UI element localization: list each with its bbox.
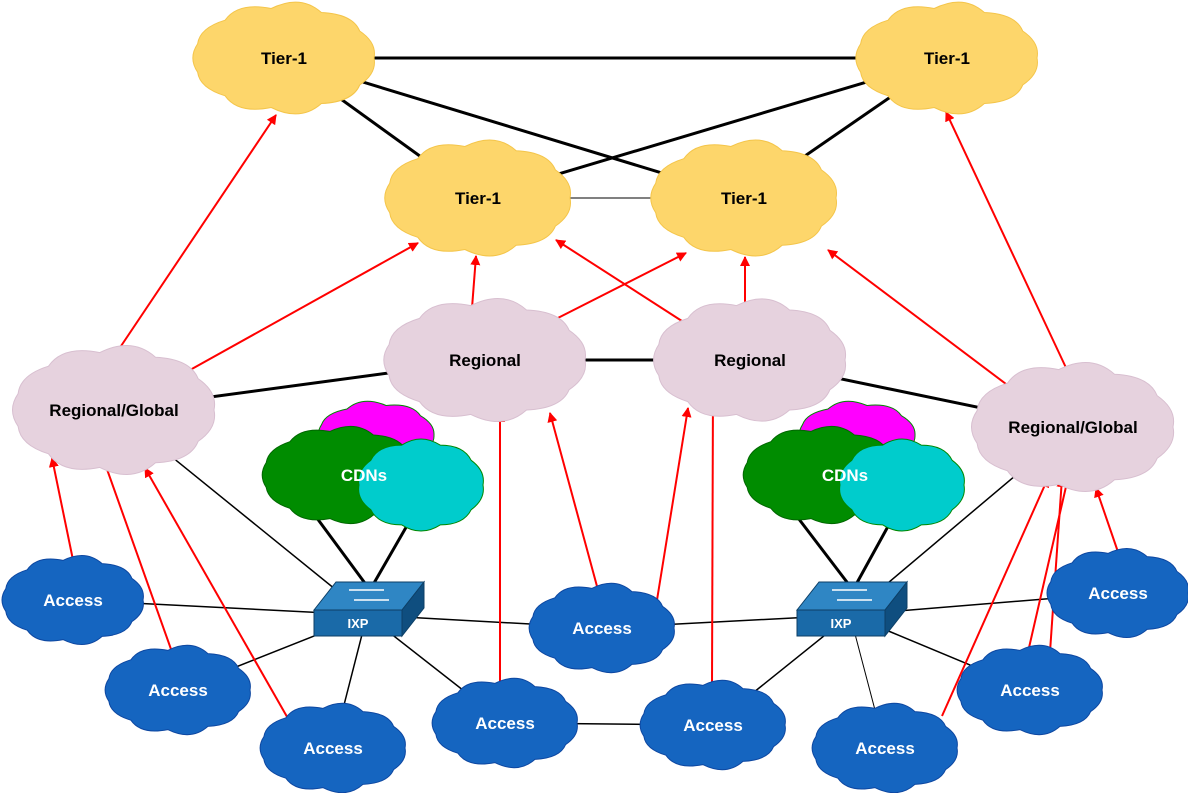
cloud-icon — [12, 345, 216, 475]
cloud-icon — [639, 679, 786, 771]
tier1-node-t1_mr: Tier-1 — [650, 139, 837, 257]
transit-arrow-14 — [656, 407, 692, 601]
transit-arrow-17 — [1027, 477, 1071, 653]
cloud-icon — [383, 298, 586, 422]
transit-arrow-2 — [189, 242, 419, 371]
transit-arrow-4 — [547, 252, 687, 324]
transit-arrow-15 — [707, 384, 718, 687]
transit-arrow-8 — [945, 111, 1069, 373]
access-label: Access — [683, 716, 743, 735]
cloud-icon — [650, 139, 837, 257]
switch-side — [401, 580, 425, 638]
access-label: Access — [303, 739, 363, 758]
regional-label: Regional — [714, 351, 786, 370]
cloud-icon — [653, 298, 847, 422]
regional-node-reg_r: Regional — [653, 298, 847, 422]
tier1-label: Tier-1 — [721, 189, 767, 208]
cdn-label: CDNs — [341, 466, 387, 485]
tier1-label: Tier-1 — [261, 49, 307, 68]
switch-front — [796, 609, 886, 637]
access-node-acc_3: Access — [259, 702, 406, 793]
transit-arrow-18 — [1049, 477, 1067, 653]
regional-label: Regional/Global — [49, 401, 178, 420]
transit-arrow-10 — [101, 457, 173, 653]
cdn-ixp-link-cdn_r-0 — [790, 509, 855, 591]
cloud-icon — [358, 438, 484, 532]
transit-arrow-7 — [827, 249, 1011, 388]
access-label: Access — [855, 739, 915, 758]
regional-node-rg_r: Regional/Global — [971, 362, 1175, 492]
ixp-label: IXP — [348, 616, 369, 631]
transit-arrow-16 — [941, 477, 1049, 717]
cloud-icon — [971, 362, 1175, 492]
access-label: Access — [1000, 681, 1060, 700]
cloud-icon — [259, 702, 406, 793]
access-label: Access — [475, 714, 535, 733]
tier1-label: Tier-1 — [924, 49, 970, 68]
access-label: Access — [1088, 584, 1148, 603]
access-label: Access — [43, 591, 103, 610]
access-label: Access — [572, 619, 632, 638]
ixp-label: IXP — [831, 616, 852, 631]
cloud-icon — [1, 555, 144, 645]
access-node-acc_6: Access — [639, 679, 786, 771]
cloud-icon — [104, 644, 251, 736]
access-label: Access — [148, 681, 208, 700]
cloud-icon — [1046, 548, 1188, 638]
regional-node-reg_l: Regional — [383, 298, 586, 422]
access-node-acc_2: Access — [104, 644, 251, 736]
regional-label: Regional — [449, 351, 521, 370]
tier1-label: Tier-1 — [455, 189, 501, 208]
tier1-node-t1_tl: Tier-1 — [192, 1, 375, 115]
cdn-cluster-cdn_r: CDNs — [742, 400, 965, 532]
cloud-icon — [431, 677, 578, 769]
transit-arrow-5 — [555, 239, 686, 324]
tier1-node-t1_ml: Tier-1 — [384, 139, 571, 257]
switch-side — [884, 580, 908, 638]
transit-arrow-9 — [48, 457, 74, 561]
access-node-acc_5: Access — [528, 582, 675, 674]
transit-arrow-3 — [470, 255, 481, 309]
cloud-icon — [811, 702, 958, 793]
access-node-acc_9: Access — [1046, 548, 1188, 638]
cloud-icon — [839, 438, 965, 532]
ixp-switch-ixp_l: IXP — [312, 580, 426, 638]
transit-arrow-11 — [144, 467, 291, 723]
regional-label: Regional/Global — [1008, 418, 1137, 437]
cloud-icon — [528, 582, 675, 674]
regional-node-rg_l: Regional/Global — [12, 345, 216, 475]
access-node-acc_1: Access — [1, 555, 144, 645]
cdn-ixp-link-cdn_l-0 — [309, 509, 372, 591]
tier1-node-t1_tr: Tier-1 — [855, 1, 1038, 115]
ixp-switch-ixp_r: IXP — [795, 580, 909, 638]
access-node-acc_4: Access — [431, 677, 578, 769]
access-node-acc_8: Access — [956, 644, 1103, 736]
cdn-label: CDNs — [822, 466, 868, 485]
access-node-acc_7: Access — [811, 702, 958, 793]
cloud-icon — [956, 644, 1103, 736]
transit-arrow-13 — [547, 412, 599, 591]
cloud-icon — [855, 1, 1038, 115]
transit-arrow-19 — [1094, 487, 1119, 553]
cloud-icon — [384, 139, 571, 257]
cloud-icon — [192, 1, 375, 115]
transit-arrow-1 — [114, 114, 277, 356]
cdn-cluster-cdn_l: CDNs — [261, 400, 484, 532]
